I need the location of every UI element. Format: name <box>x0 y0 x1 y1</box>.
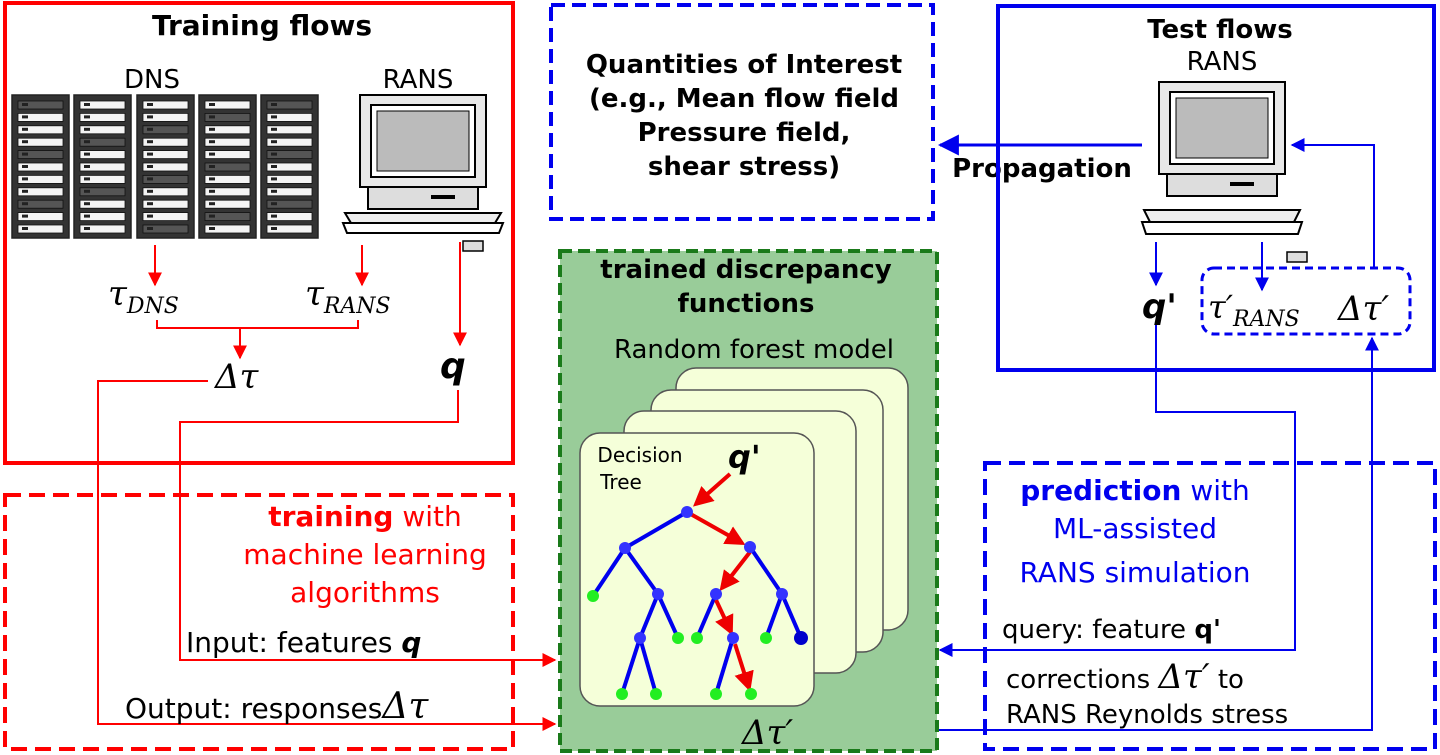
test-tau-dashed-box <box>1200 266 1412 336</box>
rans-label: RANS <box>383 65 454 95</box>
training-flows-box <box>3 1 515 465</box>
tree-nodes-blue <box>619 506 808 645</box>
qoi-line4: shear stress) <box>648 152 840 182</box>
rans-computer-icon <box>341 94 505 252</box>
discrepancy-delta-tau-prime: Δτ′ <box>740 713 793 753</box>
tree-nodes-green <box>587 590 772 700</box>
prediction-box <box>983 461 1437 751</box>
test-q-prime: q' <box>1142 287 1177 327</box>
test-flows-title: Test flows <box>1147 15 1293 45</box>
qoi-text: Quantities of Interest (e.g., Mean flow … <box>586 50 902 182</box>
training-input-line: Input: features q <box>186 626 421 659</box>
tree-edges-blue <box>591 510 803 695</box>
prediction-line3: RANS simulation <box>1019 556 1250 589</box>
training-box <box>3 493 515 751</box>
discrepancy-title-line1: trained discrepancy <box>600 255 891 285</box>
prediction-line2: ML-assisted <box>1053 512 1217 545</box>
test-tau-rans-prime: τ′RANS <box>1208 288 1300 332</box>
test-rans-computer-icon <box>1140 81 1308 263</box>
test-flows-box <box>996 4 1436 372</box>
decision-tree <box>587 472 808 700</box>
tree-q-prime: q' <box>728 438 761 476</box>
qoi-box <box>549 3 935 221</box>
server-racks-icon <box>11 94 319 239</box>
training-flows-title: Training flows <box>152 9 372 42</box>
qoi-line1: Quantities of Interest <box>586 50 902 80</box>
training-arrows <box>97 242 557 731</box>
training-line1: training with <box>268 500 462 533</box>
prediction-corrections-line: corrections Δτ′ to <box>1006 657 1244 697</box>
tree-path-red <box>686 472 754 692</box>
random-forest-label: Random forest model <box>614 335 894 365</box>
decision-tree-label-line2: Tree <box>599 470 642 494</box>
training-line2: machine learning <box>243 538 486 571</box>
test-rans-label: RANS <box>1187 47 1258 77</box>
decision-tree-label-line1: Decision <box>597 443 682 467</box>
dns-label: DNS <box>124 65 180 95</box>
test-delta-tau-prime: Δτ′ <box>1336 289 1389 329</box>
tau-dns-label: τDNS <box>108 274 179 319</box>
delta-tau-label: Δτ <box>213 357 260 397</box>
discrepancy-title-line2: functions <box>678 289 815 319</box>
test-flow-arrows <box>938 138 1379 731</box>
tau-rans-label: τRANS <box>305 274 391 319</box>
prediction-query-line: query: feature q' <box>1002 615 1221 645</box>
qoi-line3: Pressure field, <box>638 118 851 148</box>
training-line3: algorithms <box>290 576 440 609</box>
prediction-corrections-line2: RANS Reynolds stress <box>1006 700 1288 730</box>
qoi-line2: (e.g., Mean flow field <box>589 84 899 114</box>
training-output-line: Output: responsesΔτ <box>125 686 429 727</box>
q-label: q <box>440 346 466 387</box>
propagation-label: Propagation <box>952 154 1132 184</box>
prediction-line1: prediction with <box>1020 474 1250 507</box>
